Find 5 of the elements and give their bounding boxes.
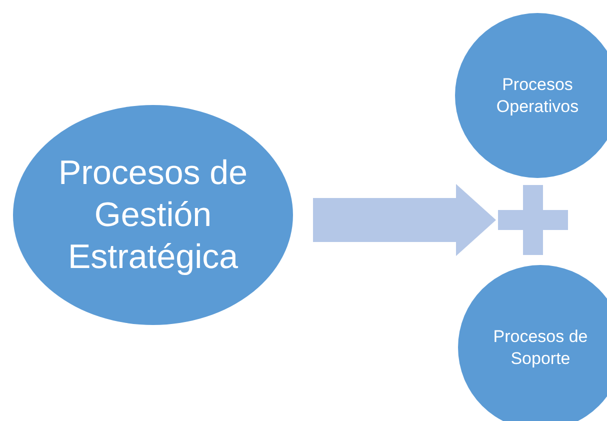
node-label: Procesos Operativos: [495, 74, 580, 118]
block-arrow: [313, 184, 496, 256]
node-label: Procesos de Gestión Estratégica: [58, 153, 248, 278]
node-label: Procesos de Soporte: [492, 326, 589, 370]
plus-sign: [498, 185, 568, 255]
